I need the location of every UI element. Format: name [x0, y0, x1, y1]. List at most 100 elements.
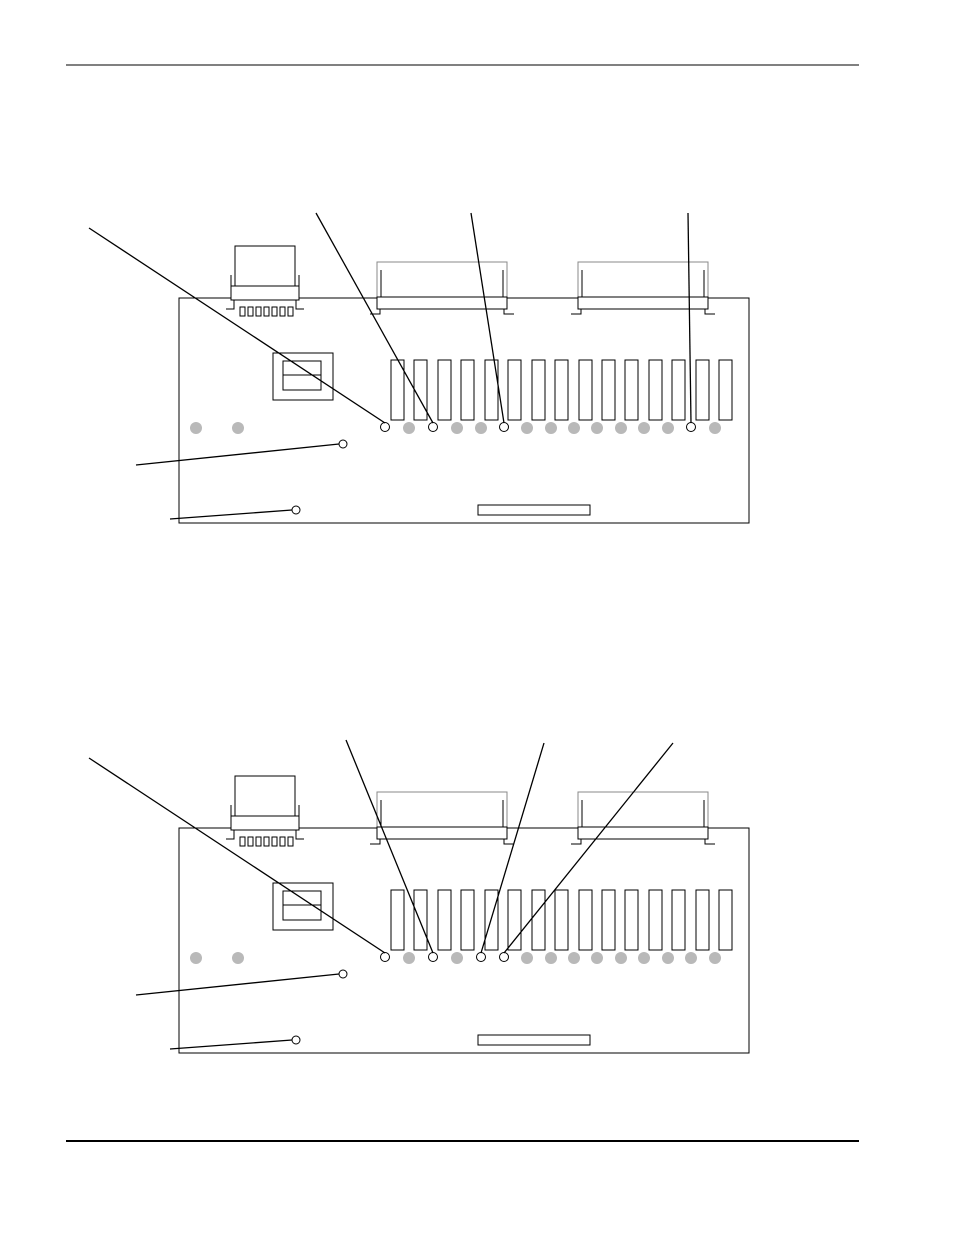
edge-connector-strip	[477, 1034, 591, 1046]
callout-leader-line	[345, 739, 434, 954]
test-point	[291, 1035, 301, 1045]
card-slot	[413, 889, 428, 951]
ribbon-connector-foot	[571, 309, 582, 315]
card-slot	[554, 889, 569, 951]
ribbon-connector-foot	[704, 309, 715, 315]
power-connector-base	[230, 285, 300, 301]
card-slot	[531, 889, 546, 951]
led-indicator-marked	[476, 952, 486, 962]
card-slot	[671, 889, 686, 951]
card-slot	[695, 889, 710, 951]
ribbon-connector-foot	[704, 839, 715, 845]
connector-pin	[271, 306, 278, 317]
test-point	[338, 439, 348, 449]
circuit-board-diagram-top	[88, 212, 750, 524]
power-connector-foot	[226, 830, 235, 840]
led-indicator	[451, 422, 463, 434]
led-indicator	[521, 952, 533, 964]
callout-leader-line	[169, 1039, 293, 1050]
led-indicator	[591, 952, 603, 964]
card-slot	[648, 359, 663, 421]
led-indicator	[615, 952, 627, 964]
connector-pin	[239, 836, 246, 847]
power-connector-base	[230, 815, 300, 831]
led-indicator	[709, 952, 721, 964]
callout-leader-line	[687, 212, 692, 424]
led-indicator	[545, 952, 557, 964]
connector-pin	[263, 836, 270, 847]
led-indicator-marked	[499, 952, 509, 962]
ribbon-connector-foot	[370, 839, 381, 845]
card-slot	[554, 359, 569, 421]
led-indicator	[521, 422, 533, 434]
led-indicator	[591, 422, 603, 434]
card-slot	[390, 359, 405, 421]
led-indicator	[662, 422, 674, 434]
card-slot	[390, 889, 405, 951]
connector-pin	[287, 306, 294, 317]
led-indicator-marked	[428, 952, 438, 962]
ribbon-connector-frame	[376, 791, 508, 829]
card-slot	[601, 359, 616, 421]
ribbon-connector-foot	[571, 839, 582, 845]
mounting-hole	[190, 952, 202, 964]
callout-leader-line	[503, 742, 674, 954]
led-indicator	[451, 952, 463, 964]
card-slot	[507, 889, 522, 951]
card-slot	[437, 359, 452, 421]
callout-leader-line	[88, 227, 386, 424]
led-indicator-marked	[428, 422, 438, 432]
ribbon-connector-foot	[503, 309, 514, 315]
card-slot	[578, 889, 593, 951]
circuit-board-diagram-bottom	[88, 739, 750, 1054]
mounting-hole	[232, 422, 244, 434]
led-indicator	[638, 952, 650, 964]
power-connector-foot	[226, 300, 235, 310]
led-indicator	[403, 952, 415, 964]
ribbon-connector-frame	[376, 261, 508, 299]
card-slot	[695, 359, 710, 421]
ribbon-connector-header	[376, 826, 508, 840]
led-indicator	[545, 422, 557, 434]
power-connector-housing	[234, 775, 296, 817]
test-point	[338, 969, 348, 979]
callout-leader-line	[480, 742, 545, 954]
card-slot	[624, 359, 639, 421]
connector-pin	[263, 306, 270, 317]
connector-pin	[279, 306, 286, 317]
callout-leader-line	[88, 757, 386, 954]
card-slot	[484, 359, 499, 421]
ribbon-connector-header	[577, 296, 709, 310]
card-slot	[671, 359, 686, 421]
ribbon-connector-frame	[577, 791, 709, 829]
card-slot	[648, 889, 663, 951]
card-slot	[578, 359, 593, 421]
connector-pin	[255, 306, 262, 317]
connector-pin	[287, 836, 294, 847]
callout-leader-line	[135, 973, 340, 996]
power-connector-foot	[295, 300, 304, 310]
ribbon-connector-foot	[370, 309, 381, 315]
connector-pin	[255, 836, 262, 847]
card-slot	[718, 889, 733, 951]
callout-leader-line	[135, 443, 340, 466]
power-connector-housing	[234, 245, 296, 287]
led-indicator	[615, 422, 627, 434]
connector-pin	[247, 836, 254, 847]
power-connector-foot	[295, 830, 304, 840]
card-slot	[718, 359, 733, 421]
mounting-hole	[232, 952, 244, 964]
led-indicator-marked	[686, 422, 696, 432]
callout-leader-line	[470, 212, 505, 424]
led-indicator	[568, 952, 580, 964]
card-slot	[601, 889, 616, 951]
led-indicator	[709, 422, 721, 434]
led-indicator-marked	[380, 952, 390, 962]
led-indicator	[685, 952, 697, 964]
connector-pin	[279, 836, 286, 847]
card-slot	[460, 359, 475, 421]
callout-leader-line	[169, 509, 293, 520]
mounting-hole	[190, 422, 202, 434]
card-slot	[624, 889, 639, 951]
